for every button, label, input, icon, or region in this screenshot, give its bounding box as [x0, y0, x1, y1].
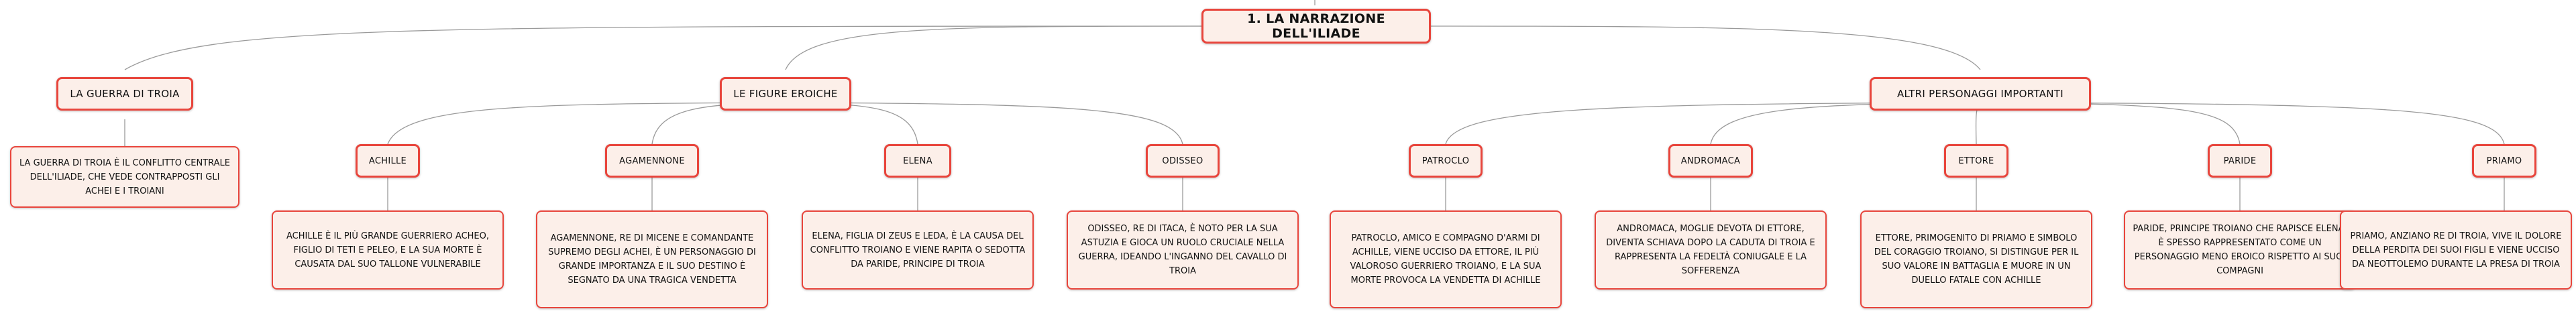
- description-text: AGAMENNONE, RE DI MICENE E COMANDANTE SU…: [548, 233, 756, 286]
- description-text: ELENA, FIGLIA DI ZEUS E LEDA, È LA CAUSA…: [810, 231, 1026, 269]
- root-label: 1. LA NARRAZIONE DELL'ILIADE: [1247, 11, 1385, 41]
- andromaca-description[interactable]: ANDROMACA, MOGLIE DEVOTA DI ETTORE, DIVE…: [1595, 210, 1827, 290]
- description-text: PARIDE, PRINCIPE TROIANO CHE RAPISCE ELE…: [2133, 224, 2347, 276]
- character-paride[interactable]: PARIDE: [2208, 144, 2272, 178]
- hero-name: AGAMENNONE: [619, 156, 685, 166]
- character-ettore[interactable]: ETTORE: [1944, 144, 2008, 178]
- character-name: ETTORE: [1958, 156, 1994, 166]
- category-figure-eroiche[interactable]: LE FIGURE EROICHE: [720, 77, 851, 111]
- character-patroclo[interactable]: PATROCLO: [1409, 144, 1483, 178]
- character-name: PARIDE: [2223, 156, 2257, 166]
- patroclo-description[interactable]: PATROCLO, AMICO E COMPAGNO D'ARMI DI ACH…: [1330, 210, 1562, 308]
- guerra-description[interactable]: LA GUERRA DI TROIA È IL CONFLITTO CENTRA…: [10, 146, 239, 208]
- description-text: PRIAMO, ANZIANO RE DI TROIA, VIVE IL DOL…: [2350, 231, 2562, 269]
- description-text: ODISSEO, RE DI ITACA, È NOTO PER LA SUA …: [1078, 224, 1287, 276]
- description-text: PATROCLO, AMICO E COMPAGNO D'ARMI DI ACH…: [1350, 233, 1542, 286]
- character-name: ANDROMACA: [1680, 156, 1741, 166]
- hero-name: ACHILLE: [368, 156, 407, 166]
- description-text: LA GUERRA DI TROIA È IL CONFLITTO CENTRA…: [19, 158, 230, 196]
- elena-description[interactable]: ELENA, FIGLIA DI ZEUS E LEDA, È LA CAUSA…: [802, 210, 1034, 290]
- category-label: LE FIGURE EROICHE: [733, 88, 838, 100]
- ettore-description[interactable]: ETTORE, PRIMOGENITO DI PRIAMO E SIMBOLO …: [1860, 210, 2092, 308]
- hero-name: ODISSEO: [1162, 156, 1203, 166]
- character-name: PRIAMO: [2486, 156, 2522, 166]
- description-text: ACHILLE È IL PIÙ GRANDE GUERRIERO ACHEO,…: [286, 231, 490, 269]
- category-label: LA GUERRA DI TROIA: [70, 88, 180, 100]
- description-text: ETTORE, PRIMOGENITO DI PRIAMO E SIMBOLO …: [1874, 233, 2079, 286]
- character-name: PATROCLO: [1421, 156, 1470, 166]
- category-label: ALTRI PERSONAGGI IMPORTANTI: [1897, 88, 2063, 100]
- odisseo-description[interactable]: ODISSEO, RE DI ITACA, È NOTO PER LA SUA …: [1067, 210, 1299, 290]
- hero-agamennone[interactable]: AGAMENNONE: [605, 144, 699, 178]
- achille-description[interactable]: ACHILLE È IL PIÙ GRANDE GUERRIERO ACHEO,…: [272, 210, 504, 290]
- paride-description[interactable]: PARIDE, PRINCIPE TROIANO CHE RAPISCE ELE…: [2124, 210, 2356, 290]
- character-andromaca[interactable]: ANDROMACA: [1668, 144, 1753, 178]
- agamennone-description[interactable]: AGAMENNONE, RE DI MICENE E COMANDANTE SU…: [536, 210, 768, 308]
- hero-name: ELENA: [903, 156, 932, 166]
- category-guerra-di-troia[interactable]: LA GUERRA DI TROIA: [56, 77, 193, 111]
- root-node[interactable]: 1. LA NARRAZIONE DELL'ILIADE: [1201, 9, 1431, 44]
- description-text: ANDROMACA, MOGLIE DEVOTA DI ETTORE, DIVE…: [1606, 224, 1815, 276]
- hero-elena[interactable]: ELENA: [884, 144, 951, 178]
- hero-odisseo[interactable]: ODISSEO: [1146, 144, 1220, 178]
- hero-achille[interactable]: ACHILLE: [356, 144, 420, 178]
- priamo-description[interactable]: PRIAMO, ANZIANO RE DI TROIA, VIVE IL DOL…: [2340, 210, 2572, 290]
- category-altri-personaggi[interactable]: ALTRI PERSONAGGI IMPORTANTI: [1870, 77, 2091, 111]
- character-priamo[interactable]: PRIAMO: [2472, 144, 2536, 178]
